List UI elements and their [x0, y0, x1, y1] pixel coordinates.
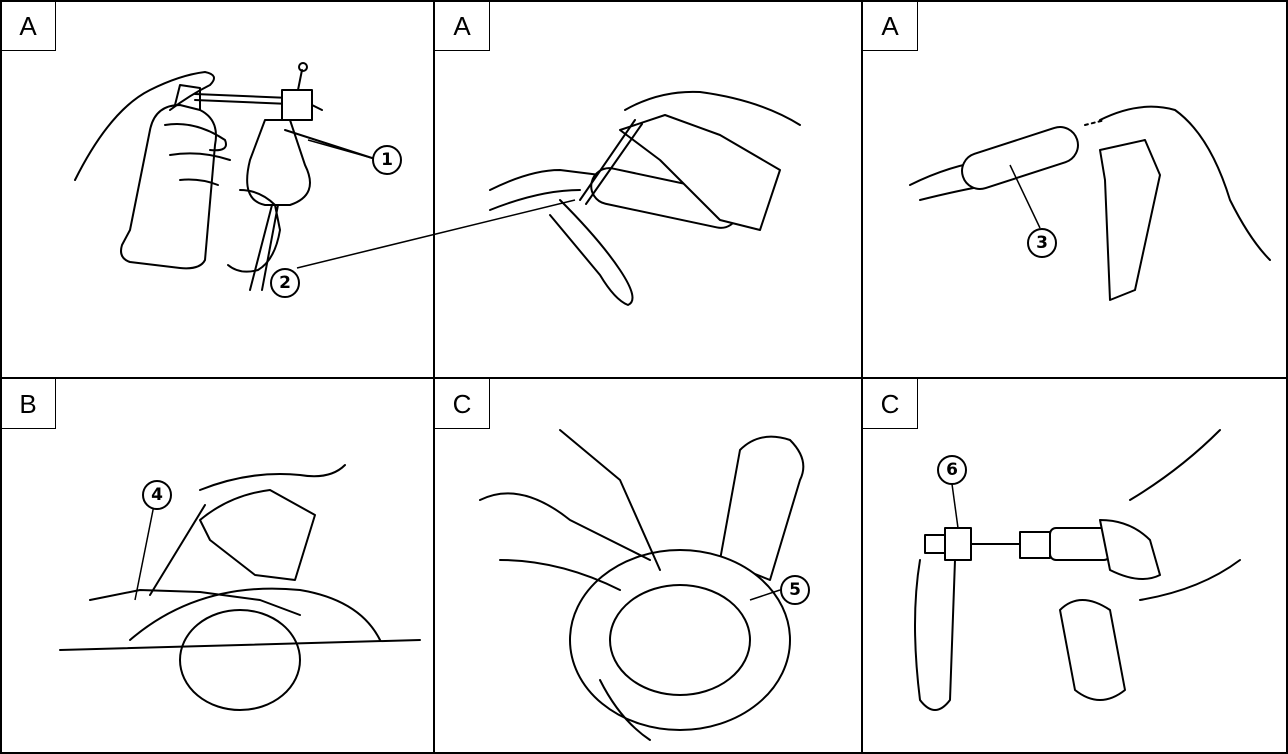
panel-5-illustration [480, 430, 803, 740]
callout-5: 5 [780, 575, 810, 605]
panel-1-tag: A [1, 1, 56, 51]
callout-1: 1 [372, 145, 402, 175]
panel-3-tag: A [863, 1, 918, 51]
panel-2-illustration [490, 92, 800, 305]
panel-1-illustration [75, 63, 372, 290]
panel-2-tag: A [435, 1, 490, 51]
panel-6-tag: C [863, 379, 918, 429]
panel-3-illustration [910, 107, 1270, 300]
panel-5-tag: C [435, 379, 490, 429]
panel-4-illustration [60, 465, 420, 710]
panel-4-tag: B [1, 379, 56, 429]
callout-2: 2 [270, 268, 300, 298]
callout-4: 4 [142, 480, 172, 510]
callout-6: 6 [937, 455, 967, 485]
callout-3: 3 [1027, 228, 1057, 258]
